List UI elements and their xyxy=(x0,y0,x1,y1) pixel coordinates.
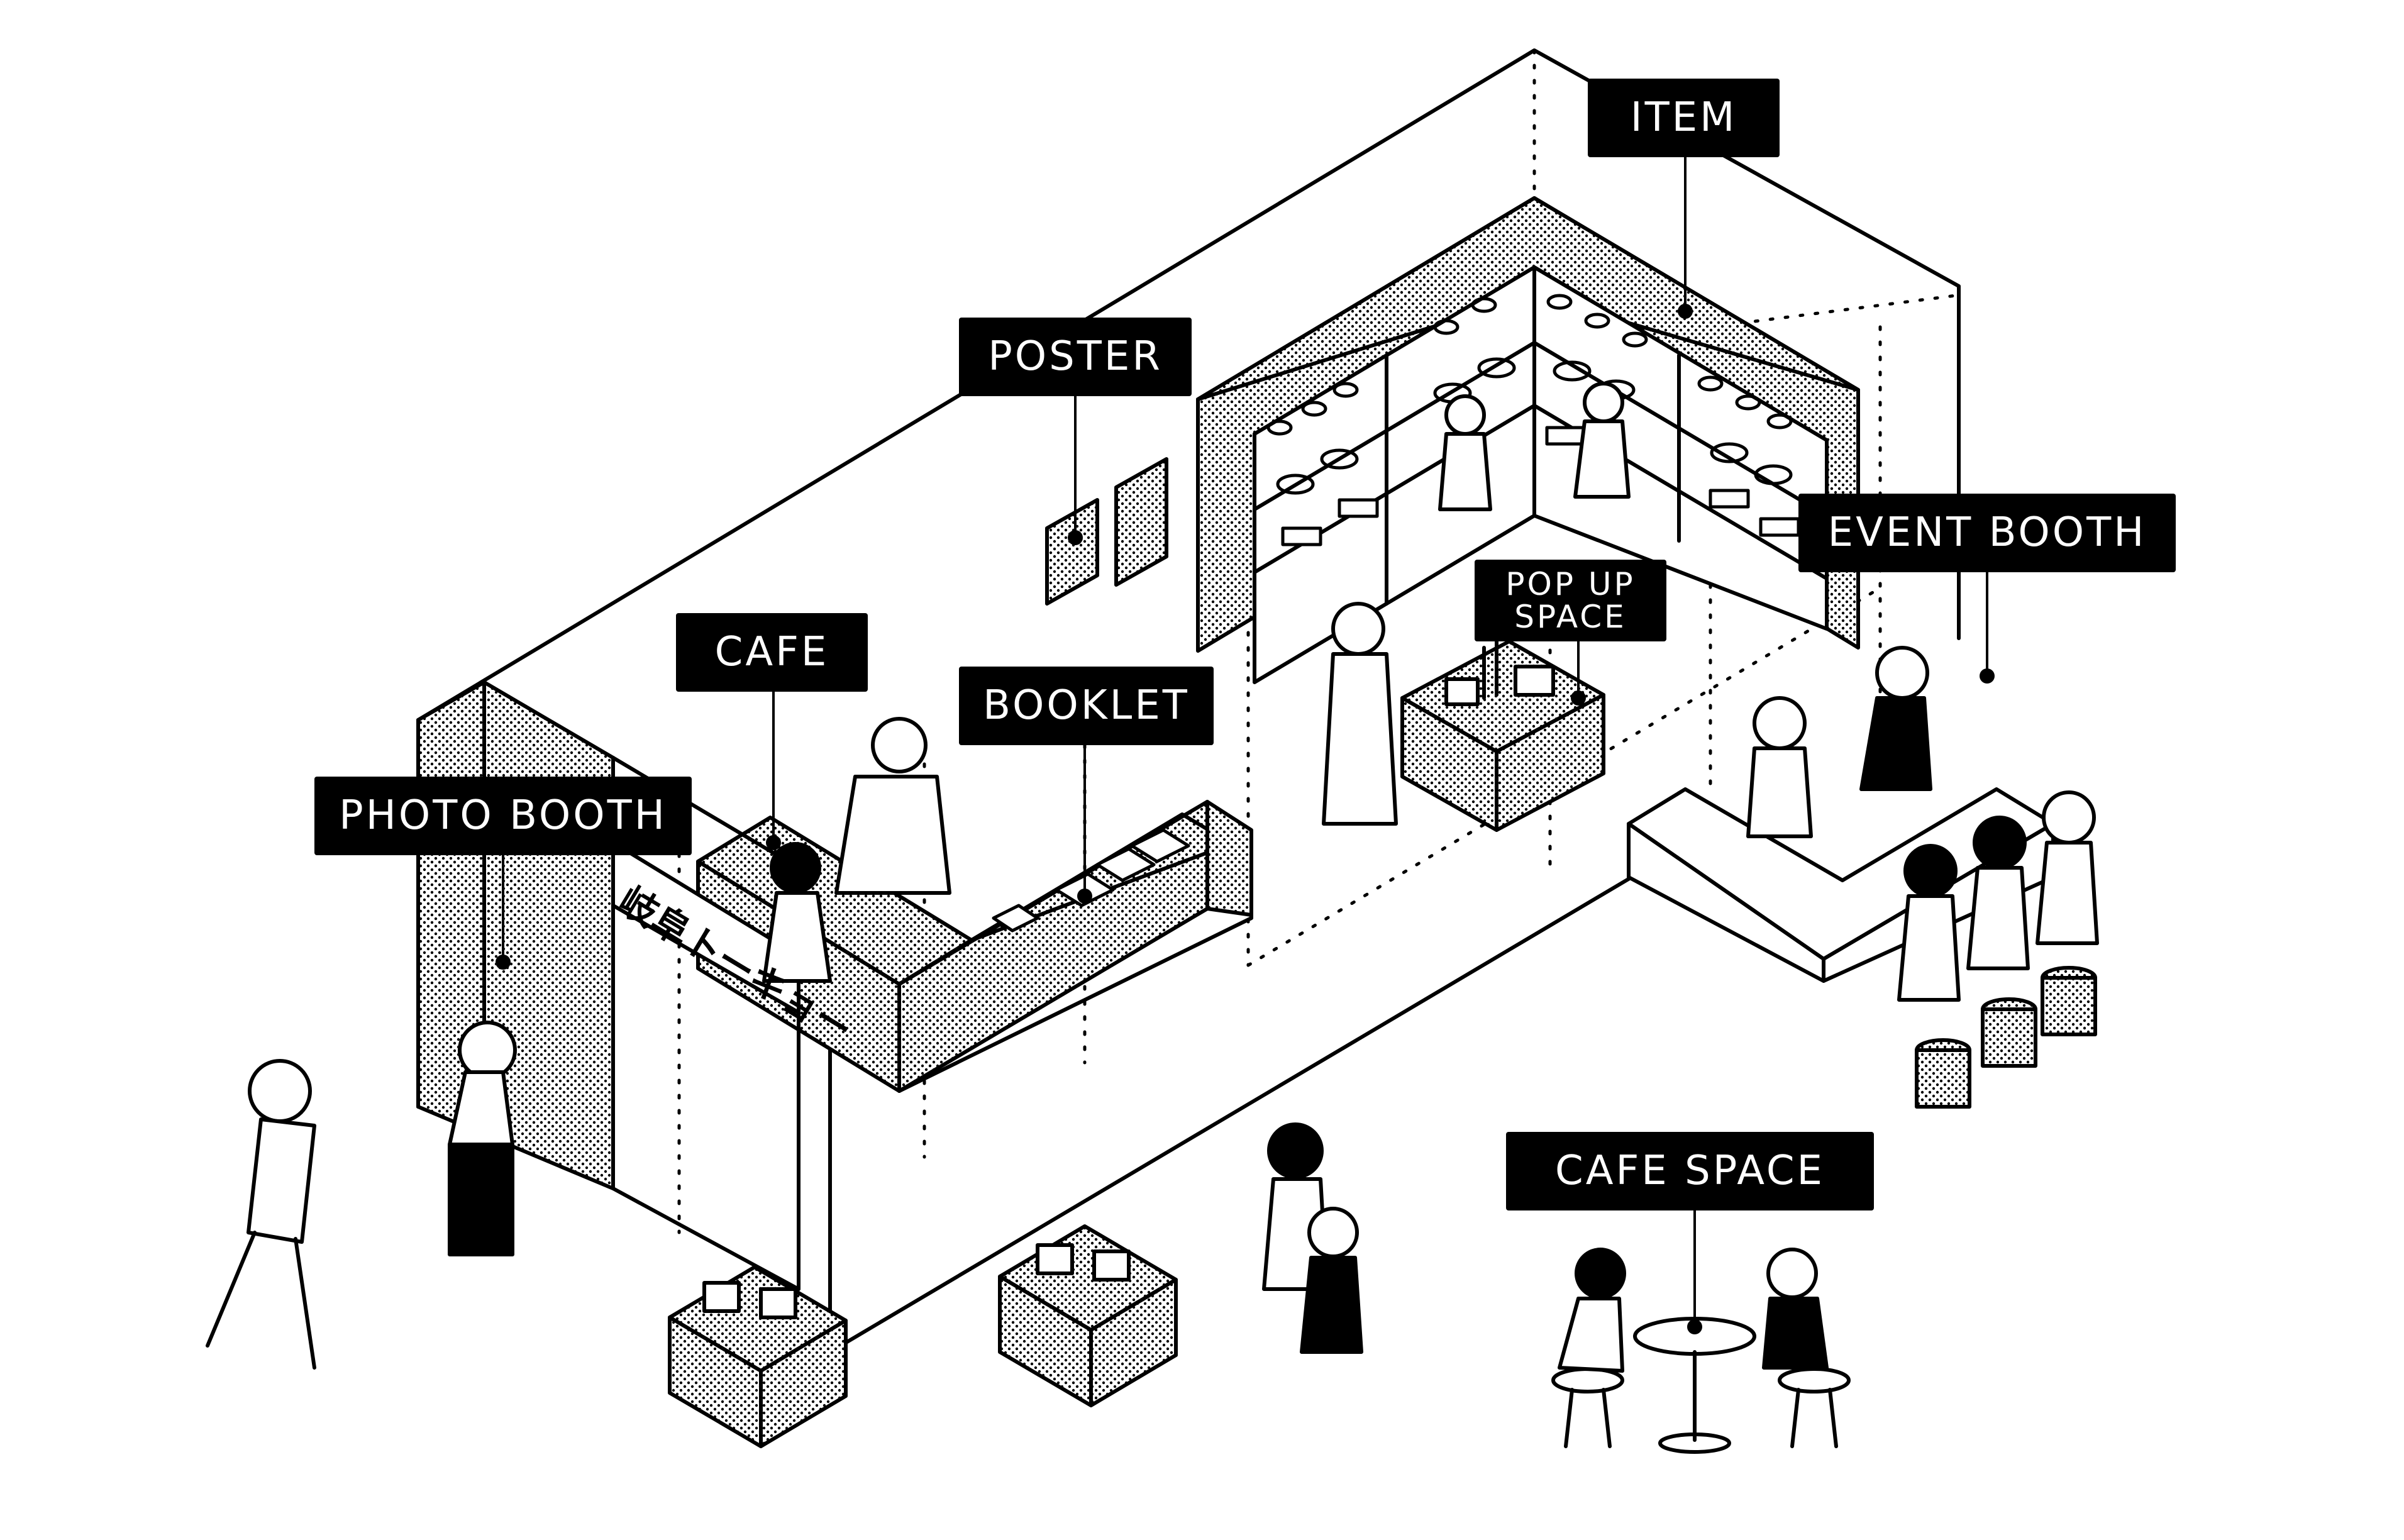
label-pop-up-line1: POP UP xyxy=(1505,565,1636,602)
person-event-audience xyxy=(1897,790,2099,1002)
person-cafe-sitters xyxy=(1558,1248,1829,1373)
people xyxy=(206,382,2099,1373)
cafe-space-furniture xyxy=(1551,1317,1851,1454)
label-cafe-space: CAFE SPACE xyxy=(1506,1132,1874,1210)
person-cafe-staff xyxy=(834,717,951,895)
pop-up-table xyxy=(1400,640,1605,832)
person-shop-clerk xyxy=(1322,602,1398,826)
person-photo-booth-woman xyxy=(448,1021,517,1256)
person-photographer xyxy=(206,1059,316,1370)
display-cart-right xyxy=(998,1224,1178,1407)
item-shelves xyxy=(1196,196,1860,684)
person-shoppers xyxy=(1438,382,1631,511)
label-pop-up-space: POP UP SPACE xyxy=(1475,560,1666,641)
label-item: ITEM xyxy=(1588,79,1780,157)
person-cafe-customer xyxy=(762,842,832,983)
label-leaders xyxy=(502,156,1988,1325)
event-stools xyxy=(1915,966,2097,1109)
label-cafe: CAFE xyxy=(676,613,868,692)
display-cart-left xyxy=(668,1265,848,1448)
person-event-host xyxy=(1746,646,1932,838)
label-pop-up-line2: SPACE xyxy=(1514,599,1627,635)
posters xyxy=(1045,457,1168,606)
label-event-booth: EVENT BOOTH xyxy=(1798,494,2176,572)
label-booklet: BOOKLET xyxy=(959,667,1214,745)
label-photo-booth: PHOTO BOOTH xyxy=(314,777,692,855)
label-leader-dots xyxy=(496,304,1995,1334)
label-poster: POSTER xyxy=(959,318,1192,396)
person-walkers xyxy=(1262,1122,1363,1354)
